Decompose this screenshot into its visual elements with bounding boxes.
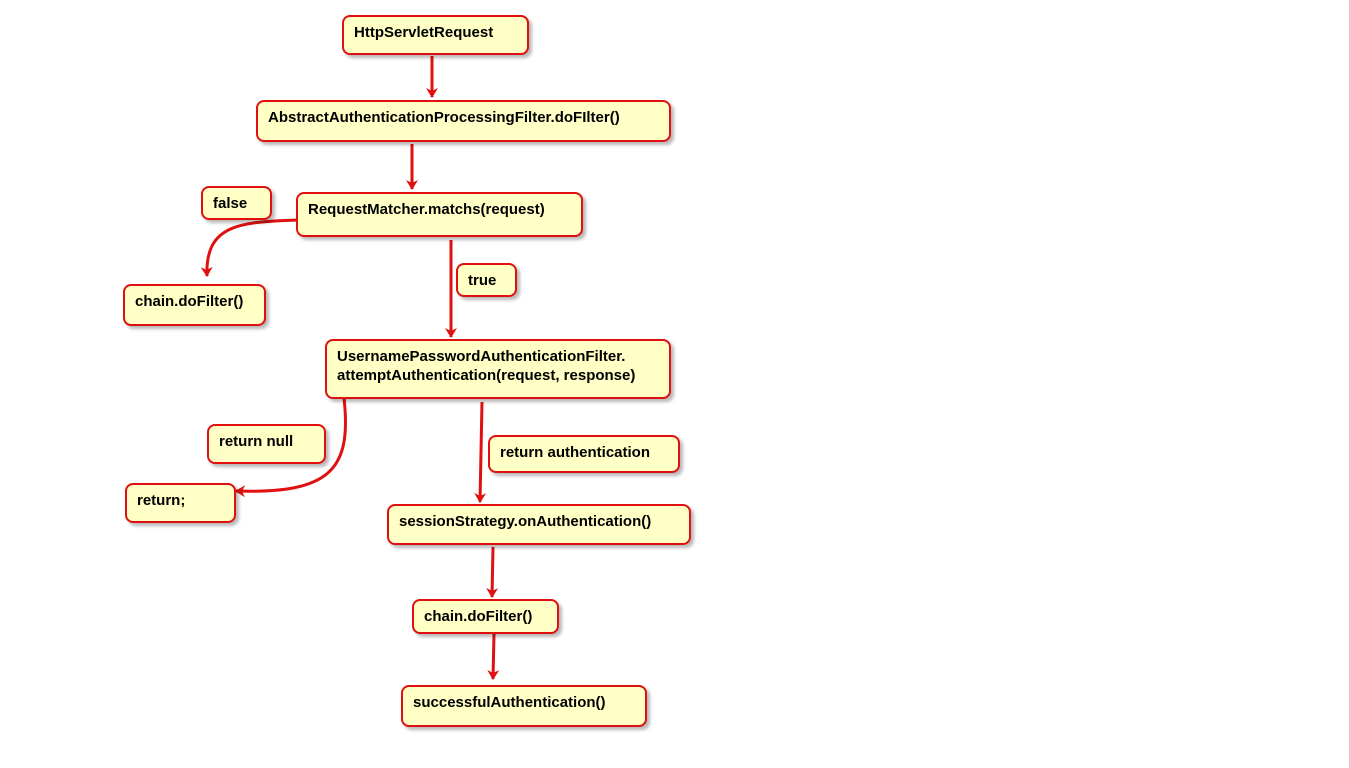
return-null-label: return null [207, 424, 326, 464]
edge-session-to-chain [486, 546, 499, 598]
session-strategy-node: sessionStrategy.onAuthentication() [387, 504, 691, 545]
return-authentication-label: return authentication [488, 435, 680, 473]
true-label-text: true [468, 272, 497, 289]
successful-authentication-node: successfulAuthentication() [401, 685, 647, 727]
chain-do-filter-node: chain.doFilter() [412, 599, 559, 634]
edge-chain-to-successful [487, 633, 500, 680]
request-matcher-node: RequestMatcher.matchs(request) [296, 192, 583, 237]
edge-matcher-false-to-chain [200, 218, 299, 277]
attempt-authentication-line2: attemptAuthentication(request, response) [337, 367, 636, 384]
chain-do-filter-false-node: chain.doFilter() [123, 284, 266, 326]
attempt-authentication-line1: UsernamePasswordAuthenticationFilter. [337, 348, 626, 365]
return-statement-node: return; [125, 483, 236, 523]
edge-attempt-null-to-return [235, 397, 347, 498]
edge-attempt-auth-to-session [474, 401, 487, 503]
true-label: true [456, 263, 517, 297]
attempt-authentication-node: UsernamePasswordAuthenticationFilter. at… [325, 339, 671, 399]
abstract-do-filter-node: AbstractAuthenticationProcessingFilter.d… [256, 100, 671, 142]
false-label: false [201, 186, 272, 220]
http-servlet-request-node: HttpServletRequest [342, 15, 529, 55]
